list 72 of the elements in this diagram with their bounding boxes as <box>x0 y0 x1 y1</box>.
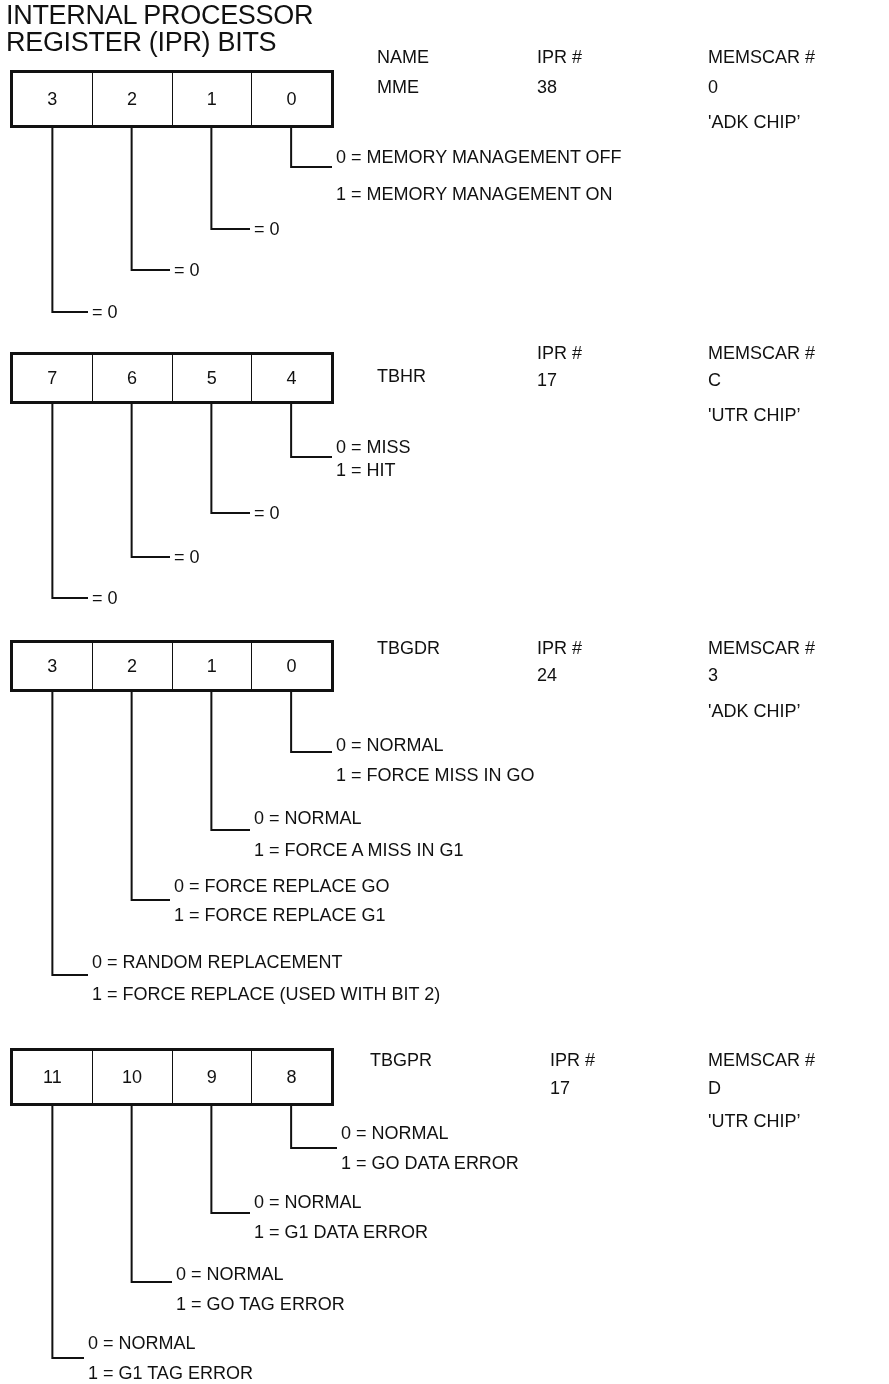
register-label: MME <box>377 77 419 97</box>
bit-cell: 1 <box>171 643 252 689</box>
bit-cell: 7 <box>13 355 92 401</box>
register-label: 17 <box>550 1078 571 1098</box>
bit-description: = 0 <box>254 503 280 523</box>
bit-description: 0 = NORMAL <box>254 808 362 828</box>
register-label: 38 <box>537 77 558 97</box>
register-label: C <box>708 370 721 390</box>
register-label: MEMSCAR # <box>708 1050 815 1070</box>
bit-cell: 11 <box>13 1051 92 1103</box>
register-label: IPR # <box>537 638 583 658</box>
bit-cell: 8 <box>251 1051 331 1103</box>
bit-cell: 2 <box>91 643 172 689</box>
register-label: 'ADK CHIP’ <box>708 112 801 132</box>
register-label: 'UTR CHIP’ <box>708 1111 801 1131</box>
bit-description: = 0 <box>92 588 118 608</box>
bit-description: 1 = FORCE MISS IN GO <box>336 765 535 785</box>
bit-description: 0 = NORMAL <box>254 1192 362 1212</box>
register-label: 3 <box>708 665 718 685</box>
register-label: 'ADK CHIP’ <box>708 701 801 721</box>
bit-description: = 0 <box>254 219 280 239</box>
bit-cell: 4 <box>251 355 331 401</box>
bit-description: 0 = FORCE REPLACE GO <box>174 876 390 896</box>
bit-cell: 10 <box>91 1051 172 1103</box>
register-label: 'UTR CHIP’ <box>708 405 801 425</box>
bit-description: 0 = MEMORY MANAGEMENT OFF <box>336 147 622 167</box>
bit-description: 1 = G1 TAG ERROR <box>88 1363 253 1383</box>
bit-cell: 3 <box>13 73 92 125</box>
register-frame <box>10 1048 334 1106</box>
register-label: 24 <box>537 665 558 685</box>
bit-cell: 0 <box>251 73 331 125</box>
bit-description: 0 = NORMAL <box>176 1264 284 1284</box>
register-frame <box>10 352 334 404</box>
bit-cell: 5 <box>171 355 252 401</box>
bit-description: 1 = GO TAG ERROR <box>176 1294 345 1314</box>
diagram-title: INTERNAL PROCESSOR REGISTER (IPR) BITS <box>6 2 315 56</box>
register-label: 0 <box>708 77 718 97</box>
register-label: IPR # <box>537 47 583 67</box>
bit-description: 0 = MISS <box>336 437 411 457</box>
bit-cell: 6 <box>91 355 172 401</box>
bit-description: 1 = HIT <box>336 460 396 480</box>
bit-description: 1 = FORCE REPLACE (USED WITH BIT 2) <box>92 984 441 1004</box>
bit-description: 0 = NORMAL <box>336 735 444 755</box>
register-label: MEMSCAR # <box>708 343 815 363</box>
bit-description: 0 = RANDOM REPLACEMENT <box>92 952 343 972</box>
bit-cell: 3 <box>13 643 92 689</box>
bit-description: 1 = FORCE A MISS IN G1 <box>254 840 464 860</box>
register-label: IPR # <box>550 1050 596 1070</box>
bit-description: = 0 <box>92 302 118 322</box>
bit-cell: 1 <box>171 73 252 125</box>
bit-description: 1 = FORCE REPLACE G1 <box>174 905 386 925</box>
bit-description: 1 = GO DATA ERROR <box>341 1153 519 1173</box>
register-label: 17 <box>537 370 558 390</box>
register-label: TBGDR <box>377 638 440 658</box>
register-label: MEMSCAR # <box>708 638 815 658</box>
bit-cell: 0 <box>251 643 331 689</box>
register-label: D <box>708 1078 721 1098</box>
bit-description: = 0 <box>174 260 200 280</box>
register-label: TBHR <box>377 366 426 386</box>
bit-cell: 2 <box>91 73 172 125</box>
register-frame <box>10 70 334 128</box>
register-label: TBGPR <box>370 1050 432 1070</box>
bit-description: 0 = NORMAL <box>88 1333 196 1353</box>
bit-cell: 9 <box>171 1051 252 1103</box>
bit-description: 1 = MEMORY MANAGEMENT ON <box>336 184 613 204</box>
register-label: NAME <box>377 47 429 67</box>
register-label: MEMSCAR # <box>708 47 815 67</box>
bit-description: = 0 <box>174 547 200 567</box>
register-frame <box>10 640 334 692</box>
bit-description: 1 = G1 DATA ERROR <box>254 1222 428 1242</box>
bit-description: 0 = NORMAL <box>341 1123 449 1143</box>
register-label: IPR # <box>537 343 583 363</box>
